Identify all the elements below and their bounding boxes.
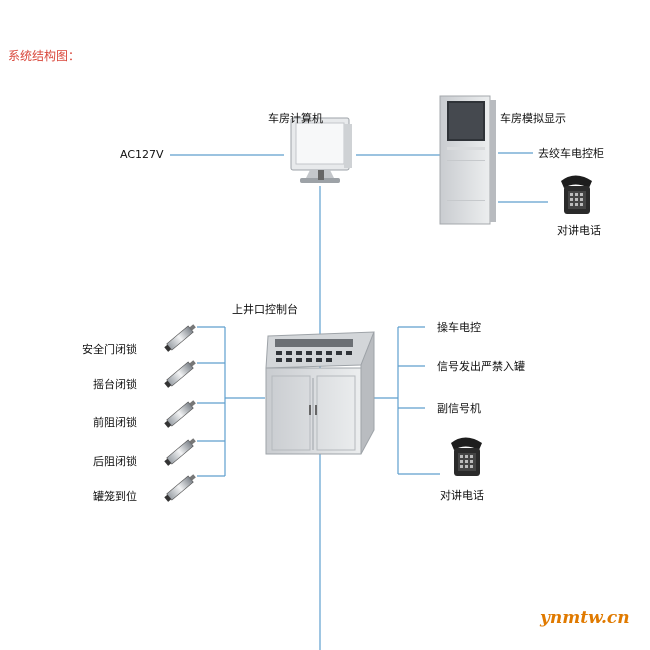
input-label-2: 摇台闭锁 bbox=[93, 378, 137, 391]
diagram-title: 系统结构图： bbox=[8, 49, 81, 63]
console-label: 上井口控制台 bbox=[232, 303, 298, 316]
input-label-5: 罐笼到位 bbox=[93, 490, 137, 503]
sensor-icon bbox=[164, 474, 196, 502]
sensor-icon bbox=[164, 400, 196, 428]
power-label: AC127V bbox=[120, 148, 164, 161]
monitor-icon bbox=[290, 117, 352, 183]
telephone-icon bbox=[561, 175, 592, 214]
output-label-2: 信号发出严禁入罐 bbox=[437, 360, 525, 373]
input-label-1: 安全门闭锁 bbox=[82, 343, 137, 356]
watermark: ynmtw.cn bbox=[540, 608, 630, 628]
computer-label: 车房计算机 bbox=[268, 112, 323, 125]
input-label-3: 前阻闭锁 bbox=[93, 416, 137, 429]
intercom-bottom-label: 对讲电话 bbox=[440, 489, 484, 502]
sensor-icons bbox=[164, 324, 196, 502]
telephone-icon bbox=[451, 437, 482, 476]
output-label-3: 副信号机 bbox=[437, 402, 481, 415]
winch-cabinet-label: 去绞车电控柜 bbox=[538, 147, 604, 160]
sensor-icon bbox=[164, 324, 196, 352]
display-cabinet-icon bbox=[439, 95, 496, 225]
output-label-1: 操车电控 bbox=[437, 321, 481, 334]
input-label-4: 后阻闭锁 bbox=[93, 455, 137, 468]
display-label: 车房模拟显示 bbox=[500, 112, 566, 125]
control-console-icon bbox=[265, 331, 375, 455]
sensor-icon bbox=[164, 360, 196, 388]
sensor-icon bbox=[164, 438, 196, 466]
intercom-top-label: 对讲电话 bbox=[557, 224, 601, 237]
